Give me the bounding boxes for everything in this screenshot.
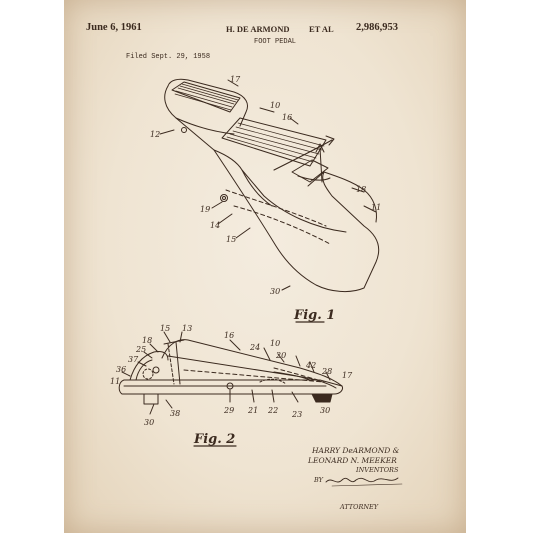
patent-date: June 6, 1961 bbox=[86, 22, 142, 33]
fig2-ref: 15 bbox=[160, 324, 170, 333]
fig2-ref: 30 bbox=[144, 418, 154, 427]
fig2-ref: 23 bbox=[291, 410, 302, 419]
fig2-reference-numerals: 15 13 16 18 25 37 11 36 10 24 20 42 28 1… bbox=[110, 324, 353, 427]
et-al: ET AL bbox=[309, 24, 334, 34]
fig2-ref: 28 bbox=[321, 367, 332, 376]
fig2-ref: 20 bbox=[275, 351, 286, 360]
fig1-ref: 16 bbox=[282, 113, 292, 122]
fig2-ref: 22 bbox=[267, 406, 278, 415]
fig1-top-plate bbox=[167, 78, 248, 127]
fig2-ref: 10 bbox=[270, 339, 280, 348]
fig2-ref: 25 bbox=[135, 345, 146, 354]
inventor-line-1: HARRY DeARMOND & bbox=[312, 446, 400, 455]
inventor-name: H. DE ARMOND bbox=[226, 24, 290, 34]
fig1-ref: 14 bbox=[210, 221, 220, 230]
attorney-by: BY bbox=[314, 476, 323, 484]
fig2-ref: 38 bbox=[170, 409, 180, 418]
fig1-toe-pad bbox=[221, 117, 327, 167]
patent-title: FOOT PEDAL bbox=[254, 38, 297, 46]
fig1-ref: 10 bbox=[270, 101, 280, 110]
patent-drawing: 17 10 16 12 18 11 19 14 15 30 Fig. 1 15 … bbox=[110, 75, 403, 487]
filed-date: Filed Sept. 29, 1958 bbox=[126, 53, 211, 61]
fig2-ref: 13 bbox=[182, 324, 192, 333]
fig2-ref: 21 bbox=[247, 406, 258, 415]
fig2-ref: 24 bbox=[249, 343, 260, 352]
fig2-ref: 18 bbox=[142, 336, 152, 345]
fig1-reference-numerals: 17 10 16 12 18 11 19 14 15 30 bbox=[150, 75, 381, 296]
fig2-ref: 37 bbox=[128, 355, 139, 364]
fig2-base bbox=[118, 379, 343, 395]
fig1-label: Fig. 1 bbox=[293, 308, 335, 323]
fig2-ref: 16 bbox=[224, 331, 234, 340]
patent-sheet: June 6, 1961 H. DE ARMOND ET AL 2,986,95… bbox=[64, 0, 466, 533]
fig2-ref: 11 bbox=[110, 377, 120, 386]
fig2-ref: 17 bbox=[342, 371, 353, 380]
fig1-ref: 11 bbox=[371, 203, 381, 212]
fig2-ref: 36 bbox=[116, 365, 126, 374]
fig1-ref: 30 bbox=[270, 287, 280, 296]
fig1-ref: 15 bbox=[226, 235, 236, 244]
fig2-ref: 42 bbox=[305, 361, 316, 370]
patent-number: 2,986,953 bbox=[356, 22, 398, 33]
fig1-pedal-outline bbox=[164, 85, 380, 293]
fig2-ref: 30 bbox=[320, 406, 330, 415]
fig1-ref: 17 bbox=[230, 75, 241, 84]
inventors-caption: INVENTORS bbox=[356, 466, 399, 474]
fig2-ref: 29 bbox=[223, 406, 234, 415]
fig2-label: Fig. 2 bbox=[193, 432, 235, 447]
fig1-heel-pad bbox=[171, 81, 241, 113]
fig1-ref: 18 bbox=[356, 185, 366, 194]
fig1-ref: 19 bbox=[200, 205, 210, 214]
attorney-caption: ATTORNEY bbox=[340, 503, 379, 511]
inventor-line-2: LEONARD N. MEEKER bbox=[308, 456, 397, 465]
fig1-ref: 12 bbox=[150, 130, 160, 139]
